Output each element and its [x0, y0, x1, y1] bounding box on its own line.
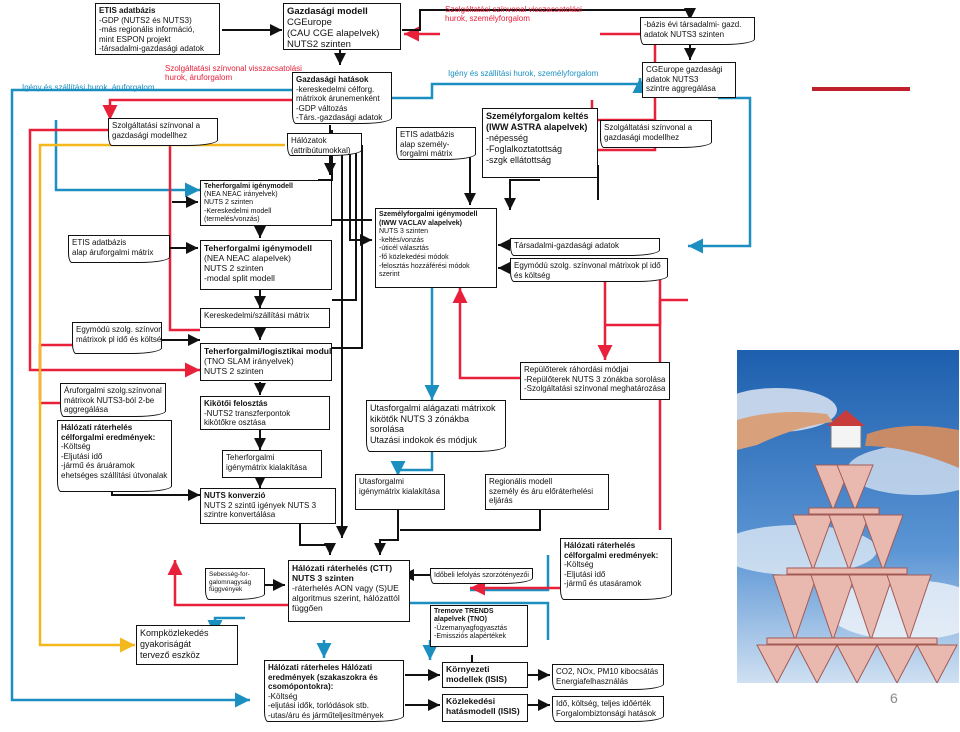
node-teher-igeny-2: Teherforgalmi igénymodell (NEA NEAC alap…	[200, 240, 332, 290]
node-kozlekedesi: Közlekedési hatásmodell (ISIS)	[442, 694, 528, 722]
node-halozati-bottom: Hálózati ráterheles Hálózati eredmények …	[264, 660, 404, 722]
node-halozati-raterheles: Hálózati ráterhelés (CTT) NUTS 3 szinten…	[288, 560, 410, 622]
blue-utas-igeny	[390, 450, 434, 476]
label-left-red: Szolgáltatási színvonal visszacsatolási …	[165, 64, 302, 82]
node-kornyezeti: Környezeti modellek (ISIS)	[442, 662, 528, 688]
blue-right-branch	[410, 601, 550, 640]
accent-bar	[812, 87, 910, 91]
label-right-blue: Igény és szállítási hurok, személyforgal…	[448, 69, 599, 78]
red-left-long	[28, 128, 200, 378]
node-halozati-right: Hálózati ráterhelés célforgalmi eredmény…	[560, 538, 672, 600]
node-kikotoi: Kikötői felosztás -NUTS2 transzferpontok…	[200, 396, 330, 430]
node-halozatok: Hálózatok(attribútumokkal)	[287, 133, 362, 156]
node-keresk-matrix: Kereskedelmi/szállítási mátrix	[200, 308, 330, 328]
node-teher-logisztikai: Teherforgalmi/logisztikai modul (TNO SLA…	[200, 343, 332, 381]
node-gazdasagi-modell: Gazdasági modell CGEurope(CAU CGE alapel…	[283, 3, 401, 50]
node-teher-igeny-1: Teherforgalmi igénymodell (NEA NEAC irán…	[200, 180, 332, 226]
blue-loop-left	[10, 88, 382, 708]
node-nuts-konverzio: NUTS konverzió NUTS 2 szintű igények NUT…	[200, 488, 336, 524]
node-idobeli: Időbeli lefolyás szorzótényezői	[430, 568, 533, 584]
node-szemely-igenymodell: Személyforgalmi igénymodell (IWW VACLAV …	[375, 208, 497, 288]
blue-szemely-down	[470, 555, 550, 592]
node-tarsadalmi: Társadalmi-gazdasági adatok	[510, 238, 660, 256]
node-repuloterek: Repülőterek ráhordási módjai-Repülőterek…	[520, 362, 670, 400]
node-szemelyforgalom-keltes: Személyforgalom keltés (IWW ASTRA alapel…	[482, 108, 598, 178]
node-egymodu-right: Egymódú szolg. színvonal mátrixok pl idő…	[510, 258, 668, 282]
page-number: 6	[890, 690, 898, 706]
node-tremove: Tremove TRENDS alapelvek (TNO) -Üzemanya…	[430, 605, 528, 647]
node-etis: ETIS adatbázis -GDP (NUTS2 és NUTS3)-más…	[95, 3, 220, 55]
node-bazis-evi: -bázis évi társadalmi- gazd.adatok NUTS3…	[640, 17, 755, 45]
label-left-blue: Igény és szállítási hurok, áruforgalom	[22, 83, 155, 92]
label-top-red: Szolgáltatási színvonal visszacsatolási …	[445, 5, 582, 23]
blue-loop-right	[392, 78, 648, 100]
node-gazdasagi-hatasok: Gazdasági hatások -kereskedelmi célforg.…	[292, 72, 392, 124]
house-of-cards-photo	[737, 350, 959, 683]
blue-to-teher1	[54, 120, 200, 198]
blue-to-tarsadalmi	[688, 96, 752, 254]
node-halozati-left: Hálózati ráterhelés célforgalmi eredmény…	[57, 420, 172, 492]
